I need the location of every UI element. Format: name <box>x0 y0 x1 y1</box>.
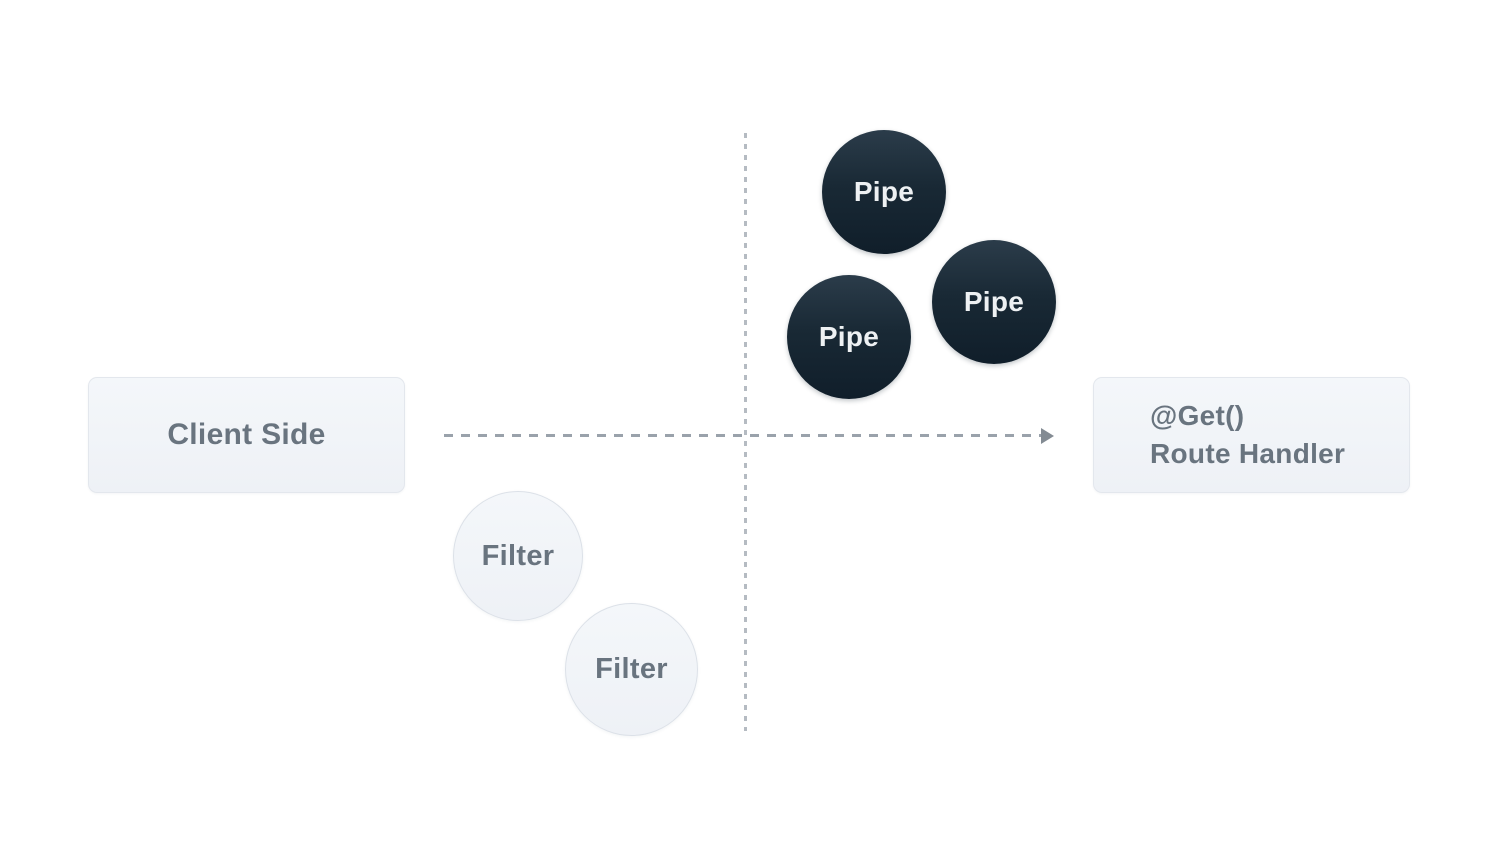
filter-node: Filter <box>565 603 698 736</box>
pipe-label: Pipe <box>853 176 915 207</box>
right-arrowhead-icon <box>1041 428 1054 444</box>
filter-label: Filter <box>595 653 668 685</box>
boundary-dashed-line <box>744 133 747 731</box>
pipe-node: Pipe <box>787 275 911 399</box>
client-side-label: Client Side <box>167 418 326 451</box>
client-side-node: Client Side <box>88 377 405 493</box>
route-handler-decorator: @Get() <box>1150 400 1245 431</box>
pipe-label: Pipe <box>963 286 1025 317</box>
filter-node: Filter <box>453 491 583 621</box>
pipe-node: Pipe <box>932 240 1056 364</box>
pipe-label: Pipe <box>818 321 880 352</box>
route-handler-label: Route Handler <box>1150 438 1346 469</box>
route-handler-node: @Get() Route Handler <box>1093 377 1410 493</box>
filter-label: Filter <box>481 539 555 572</box>
request-flow-dashed-line <box>444 434 1042 437</box>
pipe-node: Pipe <box>822 130 946 254</box>
